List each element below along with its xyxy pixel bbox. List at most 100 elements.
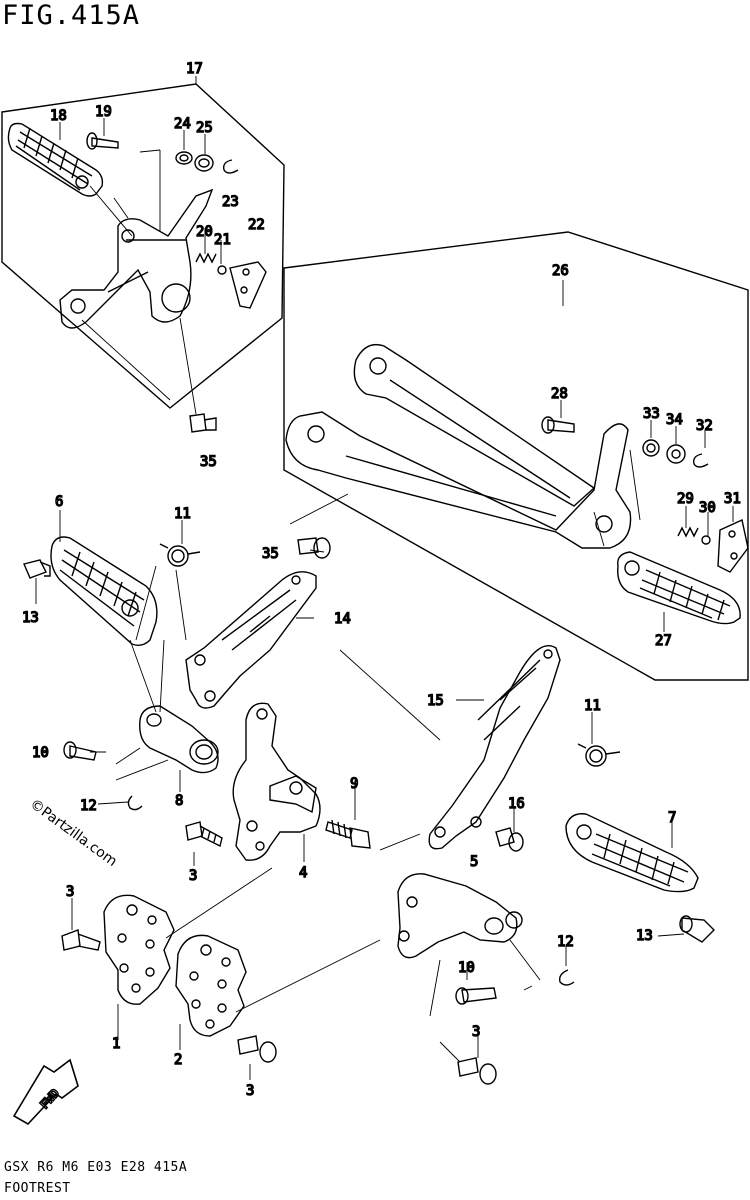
- callout-10-right: 10: [458, 960, 475, 976]
- bolt-3-left: [61, 929, 101, 951]
- group-box-26: [283, 231, 749, 681]
- leader-lines-right: [379, 699, 685, 1063]
- leader-lines-17: [59, 76, 222, 415]
- group-box-17: [1, 83, 285, 409]
- callout-15: 15: [427, 693, 444, 709]
- holder-5: [397, 873, 523, 959]
- plate-2: [175, 934, 247, 1037]
- pin-10-left: [63, 741, 97, 761]
- bracket-15: [428, 645, 561, 850]
- callout-1: 1: [112, 1036, 120, 1052]
- bolt-35-mid: [297, 537, 331, 559]
- footpeg-18: [7, 122, 104, 197]
- bolt-3-top: [185, 821, 223, 848]
- callout-6: 6: [55, 494, 63, 510]
- circlip-32: [692, 453, 709, 468]
- figure-title: FIG.415A: [2, 0, 141, 31]
- bolt-35-top: [189, 413, 217, 433]
- spring-20: [195, 252, 217, 264]
- callout-28: 28: [551, 386, 568, 402]
- callout-5: 5: [470, 854, 478, 870]
- callout-19: 19: [95, 104, 112, 120]
- mount-4: [232, 702, 321, 861]
- callout-30: 30: [699, 500, 716, 516]
- bolt-13-left: [23, 559, 51, 579]
- callout-12-left: 12: [80, 798, 97, 814]
- callout-22: 22: [248, 217, 265, 233]
- callout-9: 9: [350, 776, 358, 792]
- callout-35-mid: 35: [262, 546, 279, 562]
- clip-12-left: [127, 795, 143, 811]
- bolt-13-right: [679, 915, 715, 943]
- callout-35-top: 35: [200, 454, 217, 470]
- bolt-3-bottom: [237, 1035, 277, 1063]
- figure-code: GSX R6 M6 E03 E28 415A: [4, 1160, 188, 1175]
- washer-34: [666, 444, 686, 464]
- callout-8: 8: [175, 793, 183, 809]
- washer-24: [175, 151, 193, 165]
- bolt-3-right: [457, 1057, 497, 1085]
- footpeg-6: [50, 536, 158, 647]
- callout-27: 27: [655, 633, 672, 649]
- leader-lines-26: [289, 280, 734, 632]
- callout-24: 24: [174, 116, 191, 132]
- callout-3-right: 3: [472, 1024, 480, 1040]
- callout-21: 21: [214, 232, 231, 248]
- clip-12-right: [558, 969, 575, 986]
- callout-3-left: 3: [66, 884, 74, 900]
- spring-29: [677, 526, 699, 538]
- plate-22: [229, 261, 267, 309]
- callout-17: 17: [186, 61, 203, 77]
- holder-8: [139, 705, 219, 774]
- callout-13-left: 13: [22, 610, 39, 626]
- footpeg-27: [617, 551, 741, 625]
- bolt-9: [325, 819, 371, 849]
- fwd-label: FWD: [37, 1086, 62, 1111]
- bracket-26: [285, 343, 632, 549]
- callout-23: 23: [222, 194, 239, 210]
- bracket-14: [185, 571, 317, 709]
- callout-31: 31: [724, 491, 741, 507]
- spring-11-right: [577, 743, 621, 767]
- plate-1: [103, 894, 175, 1005]
- callout-29: 29: [677, 491, 694, 507]
- circlip-23: [222, 159, 239, 174]
- washer-25: [194, 154, 214, 172]
- callout-25: 25: [196, 120, 213, 136]
- callout-10-left: 10: [32, 745, 49, 761]
- callout-11-right: 11: [584, 698, 601, 714]
- pin-28: [541, 416, 575, 434]
- pin-19: [86, 132, 119, 150]
- callout-13-right: 13: [636, 928, 653, 944]
- ball-30: [701, 535, 711, 545]
- ball-21: [217, 265, 227, 275]
- callout-7: 7: [668, 810, 676, 826]
- callout-18: 18: [50, 108, 67, 124]
- leader-lines-left: [35, 510, 325, 805]
- callout-2: 2: [174, 1052, 182, 1068]
- callout-14: 14: [334, 611, 351, 627]
- spring-11-left: [159, 543, 201, 567]
- callout-3-bottom: 3: [246, 1083, 254, 1099]
- bracket-17-plate: [59, 188, 214, 329]
- pin-10-right: [455, 987, 497, 1005]
- callout-3-top: 3: [189, 868, 197, 884]
- leader-lines-bottom: [71, 898, 381, 1080]
- callout-16: 16: [508, 796, 525, 812]
- plate-31: [717, 519, 749, 573]
- bolt-16: [495, 827, 524, 852]
- callout-11-left: 11: [174, 506, 191, 522]
- callout-34: 34: [666, 412, 683, 428]
- callout-12-right: 12: [557, 934, 574, 950]
- figure-name: FOOTREST: [4, 1181, 71, 1196]
- callout-20: 20: [196, 224, 213, 240]
- footpeg-7: [565, 813, 699, 893]
- callout-26: 26: [552, 263, 569, 279]
- callout-32: 32: [696, 418, 713, 434]
- callout-4: 4: [299, 865, 307, 881]
- fwd-arrow-icon: [12, 1058, 79, 1126]
- leader-lines-mid: [165, 649, 441, 939]
- washer-33: [642, 439, 660, 457]
